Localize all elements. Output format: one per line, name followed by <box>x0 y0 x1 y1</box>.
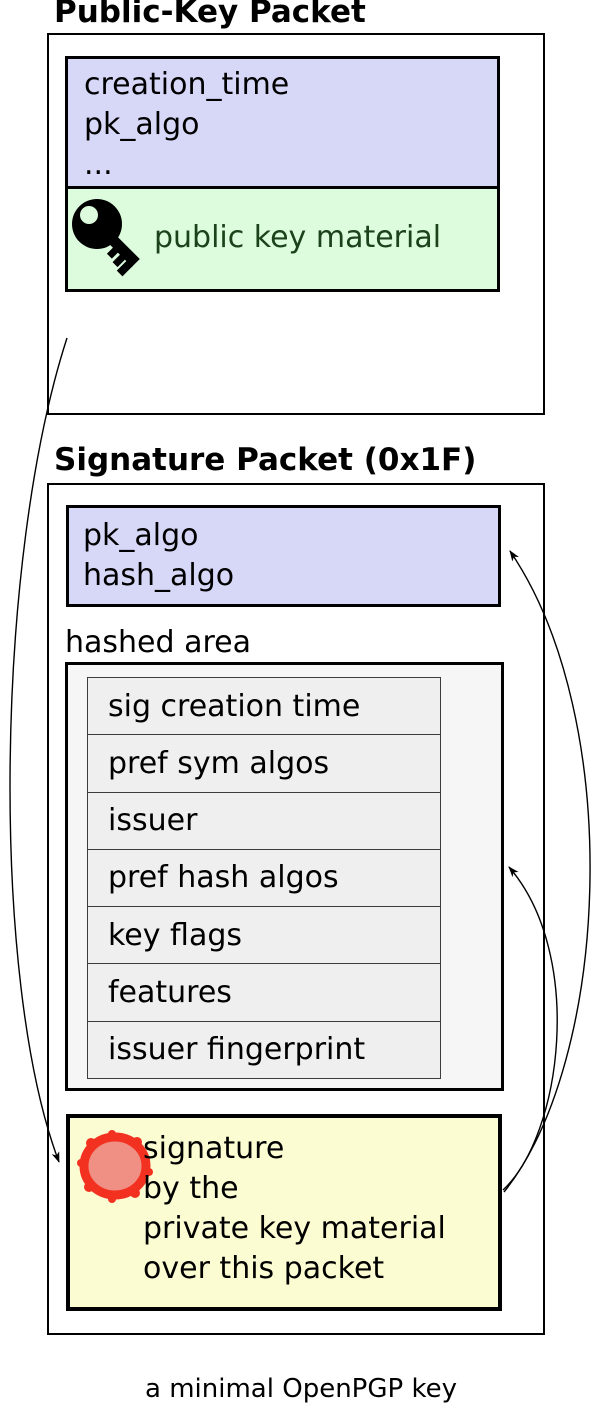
subpacket-row: features <box>88 964 440 1022</box>
hashed-area-label: hashed area <box>65 625 251 660</box>
subpacket-sig-creation-time: sig creation time <box>108 688 361 724</box>
subpacket-row: issuer <box>88 793 440 850</box>
public-key-material-label: public key material <box>154 220 442 255</box>
key-icon <box>72 199 140 277</box>
subpacket-row: pref hash algos <box>88 850 440 908</box>
signature-packet-title: Signature Packet (0x1F) <box>54 442 477 478</box>
field-pk-algo: pk_algo <box>84 107 200 142</box>
hashed-area-box: sig creation time pref sym algos issuer … <box>65 662 504 1091</box>
public-key-packet-box: creation_time pk_algo ... <box>47 33 545 415</box>
field-hash-algo: hash_algo <box>83 558 235 593</box>
field-creation-time: creation_time <box>84 67 290 102</box>
signature-line: over this packet <box>143 1251 385 1286</box>
subpacket-features: features <box>108 975 232 1011</box>
subpacket-issuer: issuer <box>108 803 198 839</box>
public-key-packet-title: Public-Key Packet <box>54 0 366 30</box>
signature-line: by the <box>143 1171 239 1206</box>
subpacket-row: issuer fingerprint <box>88 1022 440 1078</box>
subpacket-pref-hash-algos: pref hash algos <box>108 860 339 896</box>
subpacket-table: sig creation time pref sym algos issuer … <box>87 677 441 1079</box>
public-key-header-fields: creation_time pk_algo ... <box>65 56 500 189</box>
subpacket-row: pref sym algos <box>88 735 440 793</box>
seal-icon <box>77 1130 153 1203</box>
field-ellipsis: ... <box>84 147 113 182</box>
public-key-packet-contents: creation_time pk_algo ... <box>65 56 500 292</box>
signature-box: signature by the private key material ov… <box>66 1114 502 1311</box>
signature-header-fields: pk_algo hash_algo <box>66 505 501 607</box>
signature-description: signature by the private key material ov… <box>143 1129 446 1289</box>
subpacket-pref-sym-algos: pref sym algos <box>108 745 330 781</box>
subpacket-row: sig creation time <box>88 678 440 736</box>
caption: a minimal OpenPGP key <box>145 1374 457 1404</box>
signature-line: signature <box>143 1131 285 1166</box>
subpacket-key-flags: key flags <box>108 917 243 953</box>
public-key-material-section: public key material <box>65 186 500 292</box>
subpacket-row: key flags <box>88 907 440 965</box>
field-pk-algo: pk_algo <box>83 518 199 553</box>
signature-line: private key material <box>143 1211 446 1246</box>
signature-packet-box: pk_algo hash_algo hashed area sig creati… <box>47 483 545 1335</box>
subpacket-issuer-fingerprint: issuer fingerprint <box>108 1032 366 1068</box>
